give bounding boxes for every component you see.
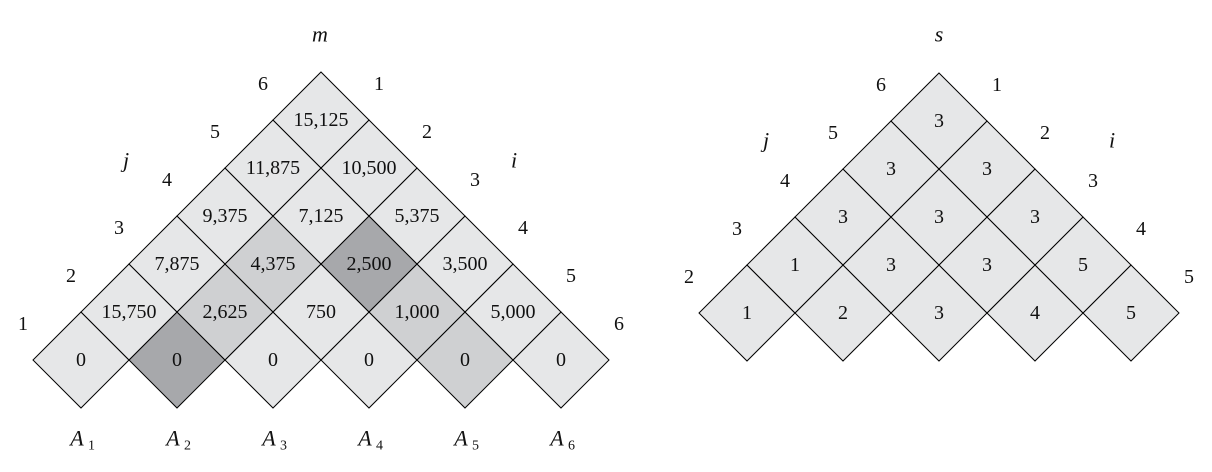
s-cell-value: 3 xyxy=(886,254,896,276)
s-cell-value: 3 xyxy=(934,302,944,324)
s-table: 1 2 3 4 5 1 3 3 5 3 3 3 3 3 3 s j i 2 3 4 5 6 1 2 3 4 5 xyxy=(684,22,1194,362)
s-i-axis-label: i xyxy=(1109,128,1115,153)
m-i-tick: 3 xyxy=(470,169,480,191)
m-cell-value: 2,500 xyxy=(347,253,392,275)
m-cell-value: 10,500 xyxy=(342,157,397,179)
s-i-tick: 5 xyxy=(1184,266,1194,288)
s-i-tick: 3 xyxy=(1088,170,1098,192)
s-j-tick: 2 xyxy=(684,266,694,288)
matrix-name: A xyxy=(164,426,180,451)
s-i-tick: 4 xyxy=(1136,218,1146,240)
s-j-tick: 5 xyxy=(828,122,838,144)
s-cell-value: 2 xyxy=(838,302,848,324)
m-cell-value: 1,000 xyxy=(395,301,440,323)
matrix-subscript: 3 xyxy=(280,439,287,454)
matrix-name: A xyxy=(260,426,276,451)
m-cell-value: 11,875 xyxy=(246,157,300,179)
matrix-name: A xyxy=(452,426,468,451)
m-i-tick: 4 xyxy=(518,217,528,239)
s-cell-value: 5 xyxy=(1078,254,1088,276)
m-j-tick: 3 xyxy=(114,217,124,239)
s-j-tick: 6 xyxy=(876,74,886,96)
s-cell-value: 5 xyxy=(1126,302,1136,324)
m-cell-value: 7,125 xyxy=(299,205,344,227)
m-j-tick: 1 xyxy=(18,313,28,335)
matrix-subscript: 1 xyxy=(88,439,95,454)
s-cell-value: 3 xyxy=(886,158,896,180)
matrix-subscript: 6 xyxy=(568,439,575,454)
s-j-axis-label: j xyxy=(760,128,769,153)
matrix-name: A xyxy=(68,426,84,451)
s-cell-value: 3 xyxy=(1030,206,1040,228)
m-cell-value: 0 xyxy=(556,349,566,371)
s-cell-value: 3 xyxy=(934,110,944,132)
s-cell-value: 1 xyxy=(790,254,800,276)
m-cell-value: 0 xyxy=(364,349,374,371)
m-j-tick: 5 xyxy=(210,121,220,143)
m-cell-value: 15,125 xyxy=(294,109,349,131)
s-cell-value: 4 xyxy=(1030,302,1040,324)
m-i-tick: 5 xyxy=(566,265,576,287)
m-i-tick: 6 xyxy=(614,313,624,335)
s-cell-value: 3 xyxy=(838,206,848,228)
m-cell-value: 5,000 xyxy=(491,301,536,323)
matrix-subscript: 5 xyxy=(472,439,479,454)
m-j-tick: 2 xyxy=(66,265,76,287)
matrix-subscript: 2 xyxy=(184,439,191,454)
m-i-axis-label: i xyxy=(511,148,517,173)
s-cell xyxy=(890,72,988,170)
matrix-name: A xyxy=(548,426,564,451)
s-cell-value: 1 xyxy=(742,302,752,324)
s-cell-value: 3 xyxy=(982,254,992,276)
m-cell-value: 5,375 xyxy=(395,205,440,227)
m-cell-value: 3,500 xyxy=(443,253,488,275)
m-cell-value: 15,750 xyxy=(102,301,157,323)
s-table-title: s xyxy=(935,22,944,47)
m-cell-value: 4,375 xyxy=(251,253,296,275)
m-cell-value: 0 xyxy=(76,349,86,371)
m-cell-value: 9,375 xyxy=(203,205,248,227)
m-table: 0 0 0 0 0 0 15,750 2,625 750 1,000 5,000 7,875 4,375… xyxy=(18,22,624,454)
s-cell-value: 3 xyxy=(934,206,944,228)
matrix-subscript: 4 xyxy=(376,439,383,454)
m-j-axis-label: j xyxy=(120,148,129,173)
s-i-tick: 2 xyxy=(1040,122,1050,144)
s-j-tick: 4 xyxy=(780,170,790,192)
m-cell-value: 0 xyxy=(172,349,182,371)
s-i-tick: 1 xyxy=(992,74,1002,96)
m-cell xyxy=(272,71,370,169)
m-j-tick: 6 xyxy=(258,73,268,95)
s-cell-value: 3 xyxy=(982,158,992,180)
m-table-title: m xyxy=(312,22,328,47)
m-cell-value: 0 xyxy=(268,349,278,371)
m-i-tick: 2 xyxy=(422,121,432,143)
m-cell-value: 2,625 xyxy=(203,301,248,323)
m-cell-value: 0 xyxy=(460,349,470,371)
m-cell-value: 750 xyxy=(306,301,336,323)
m-i-tick: 1 xyxy=(374,73,384,95)
m-cell-value: 7,875 xyxy=(155,253,200,275)
matrix-name: A xyxy=(356,426,372,451)
s-j-tick: 3 xyxy=(732,218,742,240)
m-j-tick: 4 xyxy=(162,169,172,191)
